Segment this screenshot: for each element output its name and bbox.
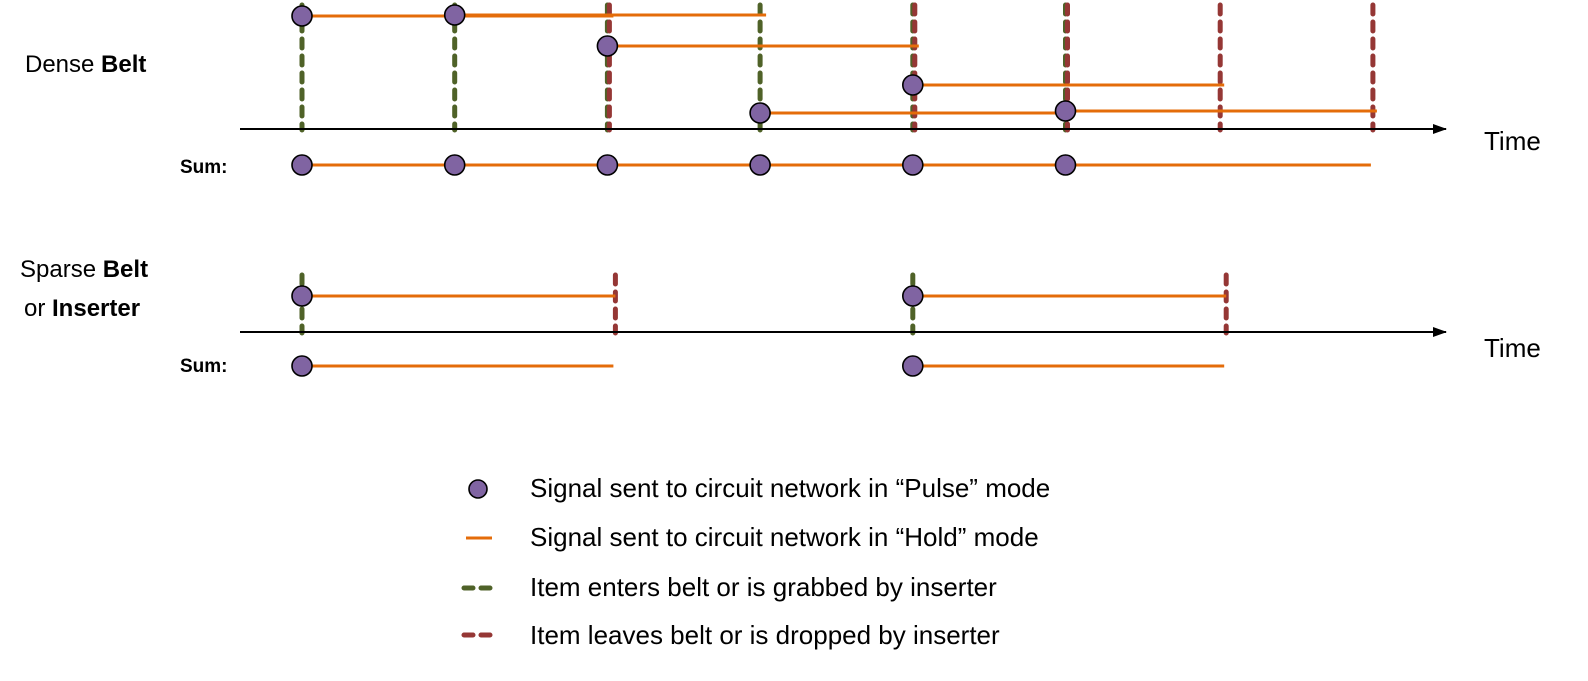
- sum-pulse-signal: [291, 154, 313, 176]
- sparse-sum-row: [291, 355, 1225, 377]
- sum-pulse-signal: [901, 355, 924, 377]
- dense-belt-panel: Dense Belt Time Sum:: [25, 2, 1541, 178]
- legend-item-hold: Signal sent to circuit network in “Hold”…: [466, 522, 1039, 552]
- legend-pulse-text: Signal sent to circuit network in “Pulse…: [530, 473, 1050, 503]
- dense-panel-label: Dense Belt: [25, 51, 146, 78]
- pulse-signal: [1054, 100, 1077, 122]
- sum-pulse-signal: [749, 154, 771, 176]
- legend-item-pulse: Signal sent to circuit network in “Pulse…: [468, 473, 1050, 503]
- legend-item-enter: Item enters belt or is grabbed by insert…: [461, 572, 997, 602]
- sparse-timeline-marks: [291, 272, 1229, 336]
- sparse-belt-panel: Sparse Belt or Inserter Time Sum:: [20, 256, 1541, 377]
- pulse-signal: [596, 35, 619, 57]
- legend-leave-text: Item leaves belt or is dropped by insert…: [530, 620, 1000, 650]
- sum-pulse-signal: [596, 154, 619, 176]
- pulse-signal: [443, 4, 466, 26]
- sum-pulse-signal: [901, 154, 924, 176]
- sparse-panel-label-line1: Sparse Belt: [20, 256, 148, 283]
- sum-pulse-signal: [443, 154, 466, 176]
- dense-sum-label: Sum:: [180, 157, 228, 178]
- purple-circle-icon: [468, 479, 488, 499]
- sparse-panel-label-line2: or Inserter: [24, 295, 140, 322]
- legend: Signal sent to circuit network in “Pulse…: [461, 473, 1050, 650]
- dense-timeline-marks: [291, 2, 1377, 133]
- sparse-sum-label: Sum:: [180, 356, 228, 377]
- legend-hold-text: Signal sent to circuit network in “Hold”…: [530, 522, 1039, 552]
- legend-enter-text: Item enters belt or is grabbed by insert…: [530, 572, 997, 602]
- pulse-signal: [901, 285, 924, 307]
- sum-pulse-signal: [1054, 154, 1077, 176]
- pulse-signal: [291, 5, 313, 27]
- dense-sum-row: [291, 154, 1371, 176]
- pulse-signal: [291, 285, 313, 307]
- dense-axis-label: Time: [1484, 126, 1541, 156]
- sum-pulse-signal: [291, 355, 313, 377]
- pulse-signal: [901, 74, 924, 96]
- sparse-axis-label: Time: [1484, 333, 1541, 363]
- legend-item-leave: Item leaves belt or is dropped by insert…: [461, 620, 1000, 650]
- pulse-signal: [749, 102, 771, 124]
